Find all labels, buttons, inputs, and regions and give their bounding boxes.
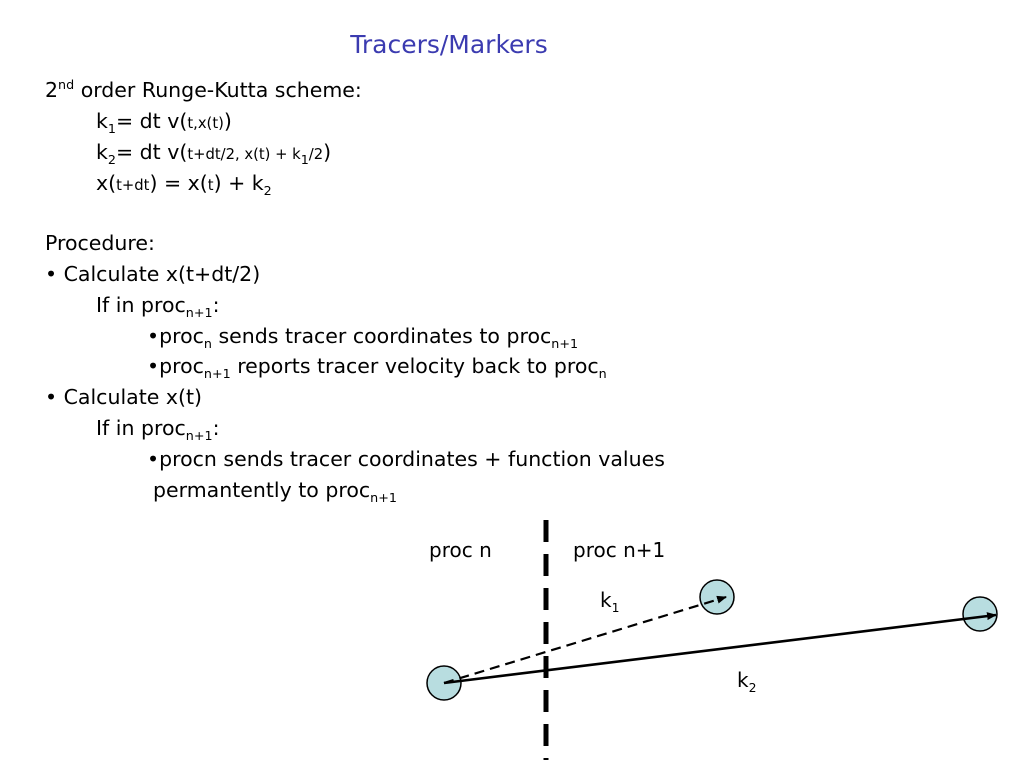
tracer-end	[962, 596, 998, 632]
tracer-midpoint	[699, 579, 735, 615]
procedure-step-1-bullet-2: •procn+1 reports tracer velocity back to…	[147, 354, 607, 382]
label-k1: k1	[600, 588, 620, 615]
procedure-step-2-bullet-1-continuation: permantently to procn+1	[153, 478, 397, 506]
label-proc-n-plus-1: proc n+1	[573, 538, 666, 562]
procedure-step-2: • Calculate x(t)	[45, 385, 203, 409]
procedure-step-1-condition: If in procn+1:	[96, 293, 220, 321]
k1-vector	[443, 595, 727, 685]
equation-x-update: x(t+dt) = x(t) + k2	[96, 171, 272, 199]
equation-k2: k2= dt v(t+dt/2, x(t) + k1/2)	[96, 140, 332, 168]
procedure-step-2-condition: If in procn+1:	[96, 416, 220, 444]
procedure-heading: Procedure:	[45, 231, 155, 255]
equation-k1: k1= dt v(t,x(t))	[96, 109, 232, 137]
procedure-step-1-bullet-1: •procn sends tracer coordinates to procn…	[147, 324, 579, 352]
procedure-step-2-bullet-1: •procn sends tracer coordinates + functi…	[147, 447, 665, 471]
procedure-step-1: • Calculate x(t+dt/2)	[45, 262, 261, 286]
scheme-heading: 2nd order Runge-Kutta scheme:	[45, 77, 362, 102]
label-k2: k2	[737, 668, 757, 695]
slide-title: Tracers/Markers	[350, 30, 548, 59]
label-proc-n: proc n	[429, 538, 492, 562]
k2-vector	[443, 612, 997, 685]
